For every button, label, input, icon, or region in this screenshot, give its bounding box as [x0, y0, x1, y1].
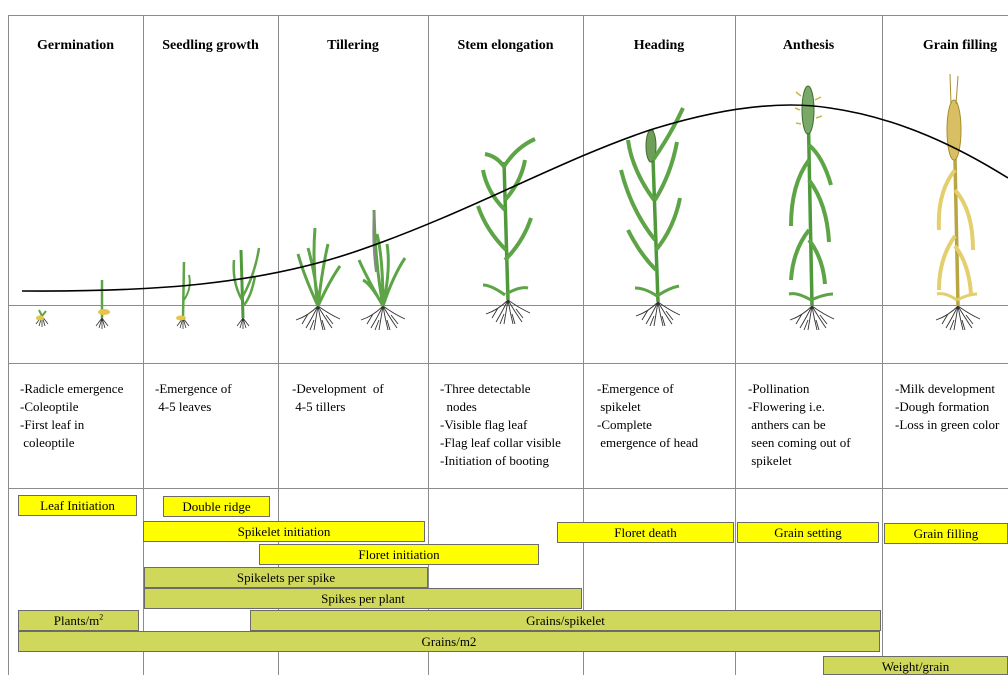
grain-filling-plant-icon — [936, 74, 980, 330]
bar-spikelets-per-spike: Spikelets per spike — [144, 567, 428, 588]
bar-plants-per-m2: Plants/m2 — [18, 610, 139, 631]
stage-description-germination: -Radicle emergence -Coleoptile -First le… — [20, 380, 123, 452]
bar-grain-setting: Grain setting — [737, 522, 879, 543]
germination-seedling-2-icon — [96, 280, 110, 329]
stage-description-anthesis: -Pollination -Flowering i.e. anthers can… — [748, 380, 851, 470]
bar-spikes-per-plant: Spikes per plant — [144, 588, 582, 609]
seedling-plant-2-icon — [234, 248, 259, 329]
bar-floret-initiation: Floret initiation — [259, 544, 539, 565]
bar-leaf-initiation: Leaf Initiation — [18, 495, 137, 516]
bar-plants-per-m2-label: Plants/m — [54, 613, 100, 628]
stage-description-grain-filling: -Milk development -Dough formation -Loss… — [895, 380, 999, 434]
bar-weight-per-grain: Weight/grain — [823, 656, 1008, 675]
seedling-plant-1-icon — [176, 262, 190, 329]
anthesis-plant-icon — [789, 86, 834, 330]
bar-spikelet-initiation: Spikelet initiation — [143, 521, 425, 542]
germination-seedling-1-icon — [36, 310, 48, 327]
stage-description-stem-elongation: -Three detectable nodes -Visible flag le… — [440, 380, 561, 470]
growth-curve — [22, 105, 1008, 291]
bar-grains-per-spikelet: Grains/spikelet — [250, 610, 881, 631]
stage-description-heading: -Emergence of spikelet -Complete emergen… — [597, 380, 698, 452]
bar-grains-per-m2: Grains/m2 — [18, 631, 880, 652]
bar-floret-death: Floret death — [557, 522, 734, 543]
stem-elongation-plant-icon — [478, 139, 535, 324]
tillering-plant-2-icon — [359, 210, 405, 330]
bar-plants-per-m2-superscript: 2 — [99, 613, 103, 622]
tillering-plant-1-icon — [296, 228, 340, 330]
stage-description-tillering: -Development of 4-5 tillers — [292, 380, 384, 416]
stage-description-seedling-growth: -Emergence of 4-5 leaves — [155, 380, 232, 416]
bar-double-ridge: Double ridge — [163, 496, 270, 517]
bar-grain-filling: Grain filling — [884, 523, 1008, 544]
heading-plant-icon — [621, 108, 683, 326]
